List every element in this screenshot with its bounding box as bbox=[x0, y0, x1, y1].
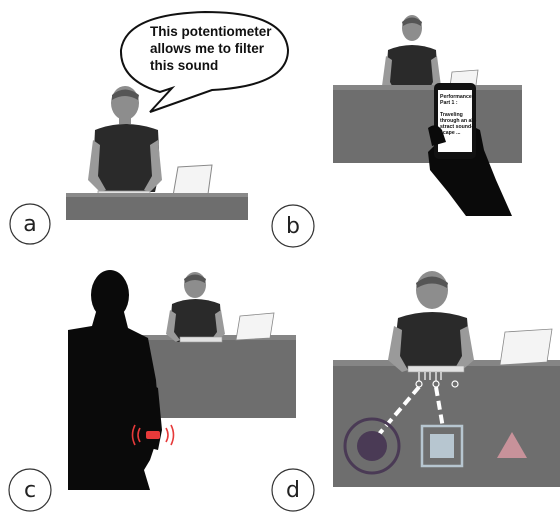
speech-bubble: This potentiometer allows me to filter t… bbox=[121, 12, 288, 112]
table-a bbox=[66, 193, 248, 220]
keyboard-d bbox=[408, 366, 464, 372]
performer-d bbox=[388, 271, 474, 372]
panel-b: Performance Part 1 : Traveling through a… bbox=[272, 15, 522, 247]
table-b bbox=[333, 85, 522, 163]
panel-label-a: a bbox=[10, 204, 50, 244]
panel-label-d: d bbox=[272, 469, 314, 511]
speech-line-2: allows me to filter bbox=[150, 41, 265, 56]
svg-text:a: a bbox=[23, 212, 36, 237]
phone-line-2: Part 1 : bbox=[440, 100, 458, 106]
performer-b bbox=[382, 15, 441, 95]
speech-line-1: This potentiometer bbox=[150, 24, 272, 39]
performer-a bbox=[88, 86, 162, 192]
panel-d: d bbox=[272, 271, 560, 511]
panel-label-b: b bbox=[272, 205, 314, 247]
panel-c: c bbox=[9, 270, 296, 511]
laptop-c bbox=[236, 313, 274, 340]
table-d bbox=[333, 360, 560, 487]
keyboard-c bbox=[180, 337, 222, 342]
svg-text:c: c bbox=[24, 478, 36, 503]
phone-line-7: scape ... bbox=[440, 130, 461, 136]
panel-label-c: c bbox=[9, 469, 51, 511]
panel-a: This potentiometer allows me to filter t… bbox=[10, 12, 288, 244]
svg-text:b: b bbox=[286, 214, 300, 239]
speech-line-3: this sound bbox=[150, 58, 218, 73]
laptop-d bbox=[500, 329, 552, 365]
performer-c bbox=[166, 272, 225, 342]
svg-text:d: d bbox=[286, 478, 300, 503]
audience-silhouette bbox=[68, 270, 162, 490]
